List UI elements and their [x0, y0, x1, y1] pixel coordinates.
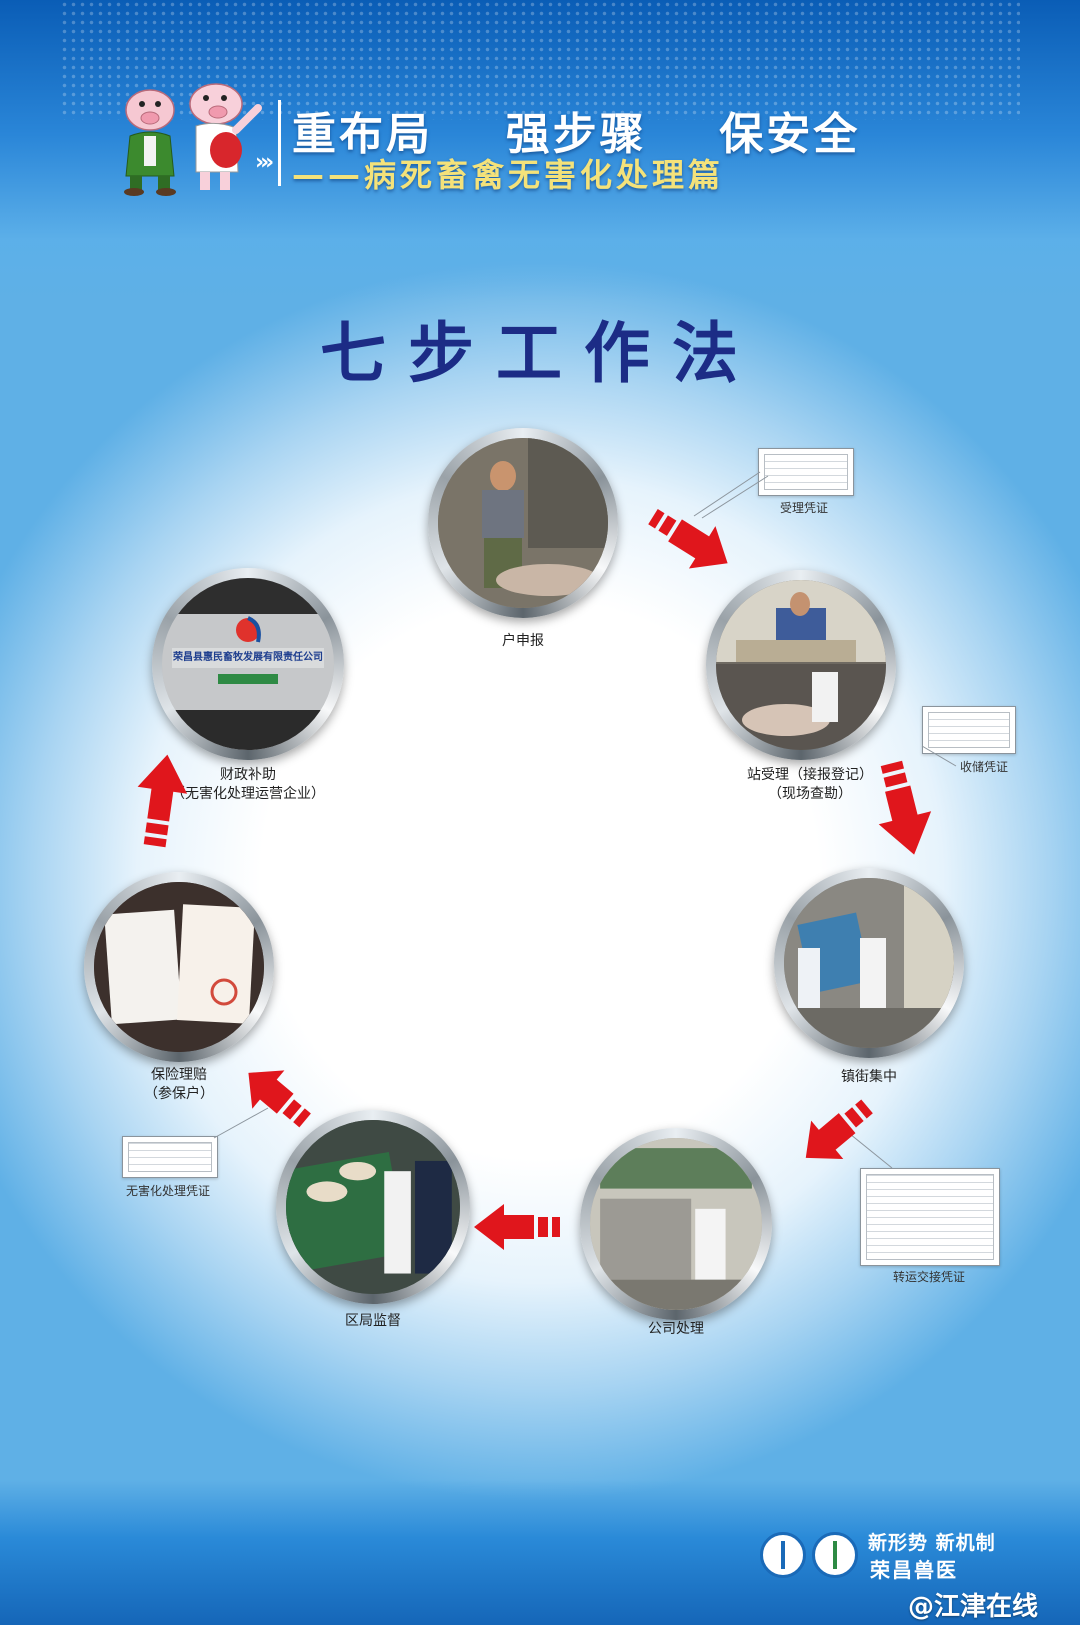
step-7-label-line1: 财政补助	[220, 767, 276, 783]
company-sign-photo	[162, 578, 334, 750]
step-2-label-line1: 站受理（接报登记）	[747, 767, 873, 783]
step-5-photo	[276, 1110, 470, 1304]
subheadline: ——病死畜禽无害化处理篇	[292, 156, 725, 194]
step-6-label-line1: 保险理赔	[151, 1067, 207, 1083]
arrow-left-icon	[474, 1204, 560, 1250]
step-7-label-line2: （无害化处理运营企业）	[171, 786, 325, 802]
farmer-photo	[438, 438, 608, 608]
step-2-label: 站受理（接报登记） （现场查勘）	[715, 766, 905, 804]
step-1-label: 户申报	[502, 633, 544, 649]
storage-callout-line	[921, 745, 957, 767]
step-6-label: 保险理赔 （参保户）	[129, 1066, 229, 1104]
storage-certificate-label: 收储凭证	[960, 760, 1009, 774]
step-2-label-line2: （现场查勘）	[768, 786, 852, 802]
station-acceptance-photo	[716, 580, 886, 750]
arrow-down-icon	[878, 760, 932, 855]
transfer-certificate-image	[860, 1168, 1000, 1266]
footer-org-name: 荣昌兽医	[870, 1558, 958, 1582]
veterinary-seal-icon	[812, 1532, 858, 1578]
arrow-up-left-icon	[248, 1070, 311, 1128]
source-watermark: @江津在线	[908, 1592, 1039, 1622]
step-7-label: 财政补助 （无害化处理运营企业）	[156, 766, 340, 804]
step-6-label-line2: （参保户）	[144, 1086, 214, 1102]
transfer-certificate-label: 转运交接凭证	[893, 1270, 966, 1284]
step-5-label: 区局监督	[345, 1313, 401, 1329]
method-title: 七步工作法	[320, 315, 760, 392]
company-processing-photo	[590, 1138, 762, 1310]
step-3-photo	[774, 868, 964, 1058]
arrow-right-icon	[648, 508, 728, 569]
town-collection-photo	[784, 878, 954, 1048]
acceptance-certificate-label: 受理凭证	[780, 501, 829, 515]
transfer-callout-line	[849, 1133, 893, 1169]
footer-slogan: 新形势 新机制	[868, 1532, 996, 1554]
header-divider	[278, 100, 281, 186]
headline: 重布局 强步骤 保安全	[292, 109, 861, 160]
pig-mascots-illustration	[124, 83, 262, 196]
footer-wave	[0, 1480, 1080, 1625]
step-2-photo	[706, 570, 896, 760]
step-6-photo	[84, 872, 274, 1062]
acceptance-certificate-image	[758, 448, 854, 496]
harmless-certificate-label: 无害化处理凭证	[126, 1184, 211, 1198]
step-4-photo	[580, 1128, 772, 1320]
insurance-documents-photo	[94, 882, 264, 1052]
arrow-up-icon	[137, 754, 188, 848]
step-7-photo: 荣昌县惠民畜牧发展有限责任公司	[152, 568, 344, 760]
district-supervision-photo	[286, 1120, 460, 1294]
caduceus-seal-icon	[760, 1532, 806, 1578]
harmless-certificate-image	[122, 1136, 218, 1178]
pig-mascot-left	[124, 89, 176, 196]
pig-mascot-right	[189, 83, 262, 190]
chevron-right-icon: ›››	[255, 150, 274, 175]
step-1-photo	[428, 428, 618, 618]
step-3-label: 镇街集中	[841, 1069, 897, 1085]
storage-certificate-image	[922, 706, 1016, 754]
arrow-down-left-icon	[805, 1099, 873, 1159]
acceptance-callout-line	[693, 471, 769, 519]
harmless-callout-line	[213, 1107, 269, 1139]
step-4-label: 公司处理	[648, 1321, 704, 1337]
header-band	[0, 0, 1080, 300]
company-sign-text: 荣昌县惠民畜牧发展有限责任公司	[173, 652, 323, 663]
